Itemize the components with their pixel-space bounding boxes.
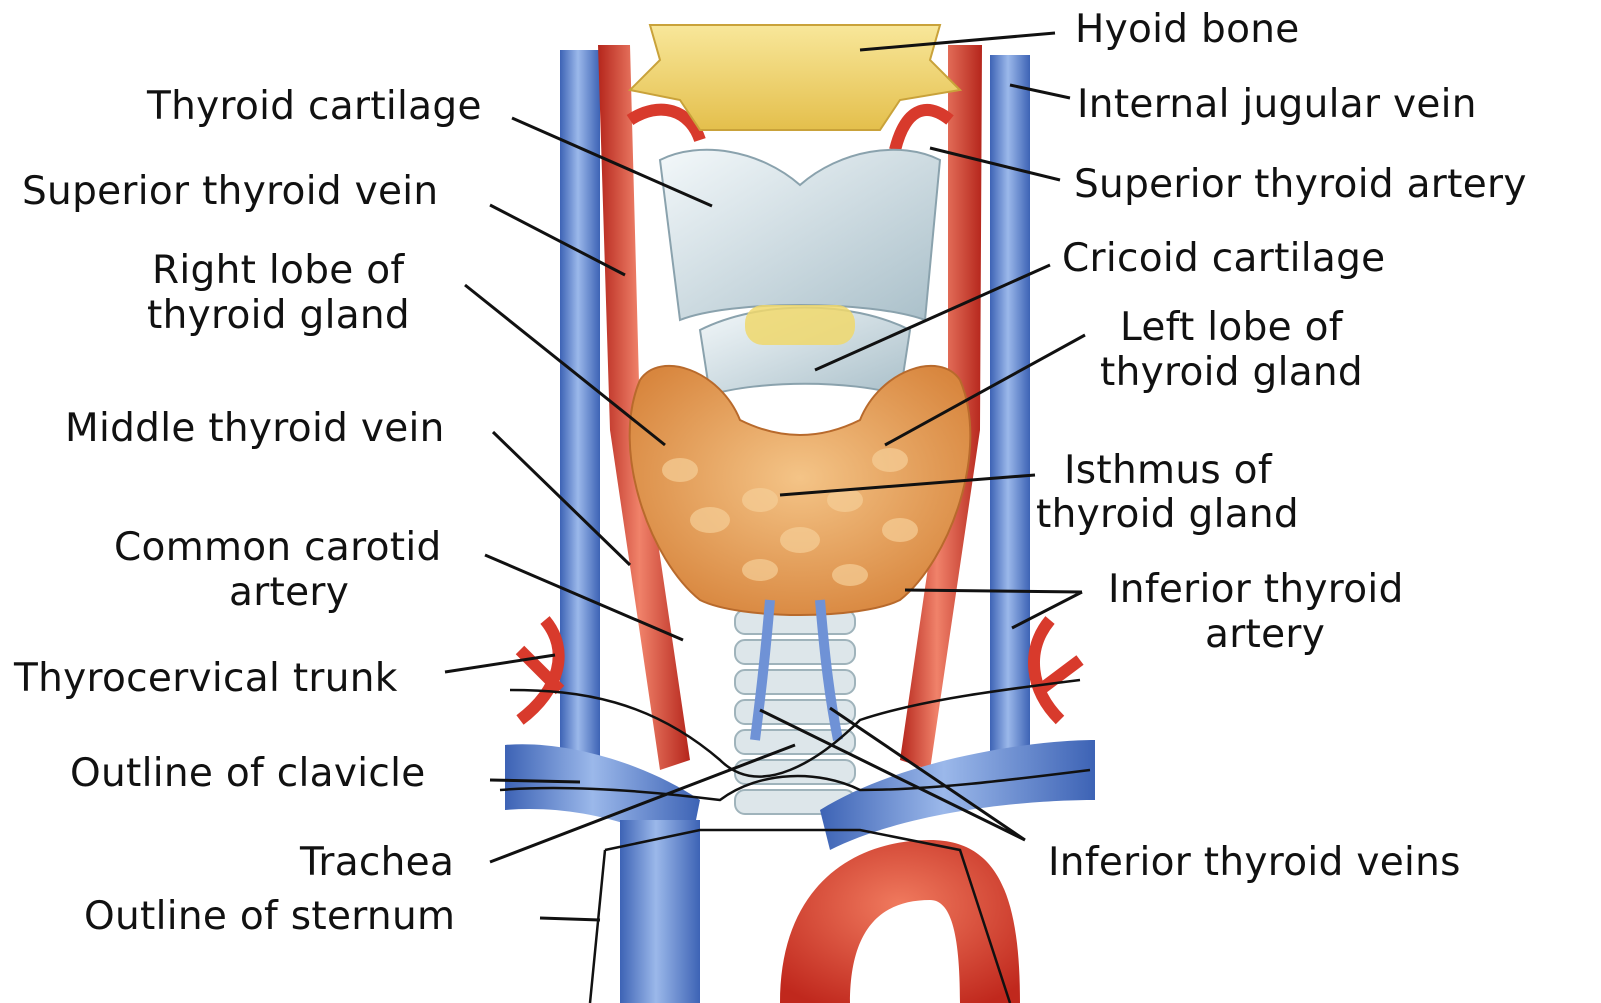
lobule xyxy=(780,527,820,553)
cricoid-band xyxy=(745,305,855,345)
label-cricoid-cartilage: Cricoid cartilage xyxy=(1062,236,1385,282)
trachea-ring xyxy=(735,670,855,694)
label-left-lobe-line2: thyroid gland xyxy=(1100,350,1363,396)
label-right-lobe-line1: Right lobe of xyxy=(152,248,404,294)
label-trachea: Trachea xyxy=(300,840,454,886)
left-internal-jugular-vein xyxy=(990,55,1030,770)
label-inferior-thyroid-veins: Inferior thyroid veins xyxy=(1048,840,1461,886)
right-internal-jugular-vein xyxy=(560,50,600,770)
label-outline-of-clavicle: Outline of clavicle xyxy=(70,751,426,797)
label-common-carotid-line1: Common carotid xyxy=(114,525,442,571)
right-thyrocervical-trunk xyxy=(520,620,560,720)
thyroid-gland-shape xyxy=(630,366,971,615)
label-hyoid-bone: Hyoid bone xyxy=(1075,7,1300,53)
label-left-lobe-line1: Left lobe of xyxy=(1120,305,1343,351)
label-isthmus-line2: thyroid gland xyxy=(1036,492,1299,538)
leader-outline-of-sternum xyxy=(540,918,600,920)
label-common-carotid-line2: artery xyxy=(229,570,349,616)
lobule xyxy=(832,564,868,586)
label-thyrocervical-trunk: Thyrocervical trunk xyxy=(14,656,398,702)
lobule xyxy=(690,507,730,533)
label-superior-thyroid-artery: Superior thyroid artery xyxy=(1074,162,1527,208)
lobule xyxy=(882,518,918,542)
label-inferior-thyroid-artery-line2: artery xyxy=(1205,612,1325,658)
leader-outline-of-clavicle xyxy=(490,780,580,782)
label-middle-thyroid-vein: Middle thyroid vein xyxy=(65,406,445,452)
superior-vena-cava xyxy=(620,820,700,1003)
label-right-lobe-line2: thyroid gland xyxy=(147,293,410,339)
label-inferior-thyroid-artery-line1: Inferior thyroid xyxy=(1108,567,1404,613)
left-superior-thyroid-artery xyxy=(895,110,950,150)
lobule xyxy=(742,488,778,512)
lobule xyxy=(742,559,778,581)
label-outline-of-sternum: Outline of sternum xyxy=(84,894,455,940)
lobule xyxy=(662,458,698,482)
label-isthmus-line1: Isthmus of xyxy=(1064,448,1272,494)
label-internal-jugular-vein: Internal jugular vein xyxy=(1077,82,1477,128)
lobule xyxy=(872,448,908,472)
trachea-ring xyxy=(735,640,855,664)
thyroid-cartilage-shape xyxy=(660,150,940,320)
left-thyrocervical-trunk xyxy=(1034,620,1080,720)
label-thyroid-cartilage: Thyroid cartilage xyxy=(147,84,482,130)
label-superior-thyroid-vein: Superior thyroid vein xyxy=(22,169,438,215)
